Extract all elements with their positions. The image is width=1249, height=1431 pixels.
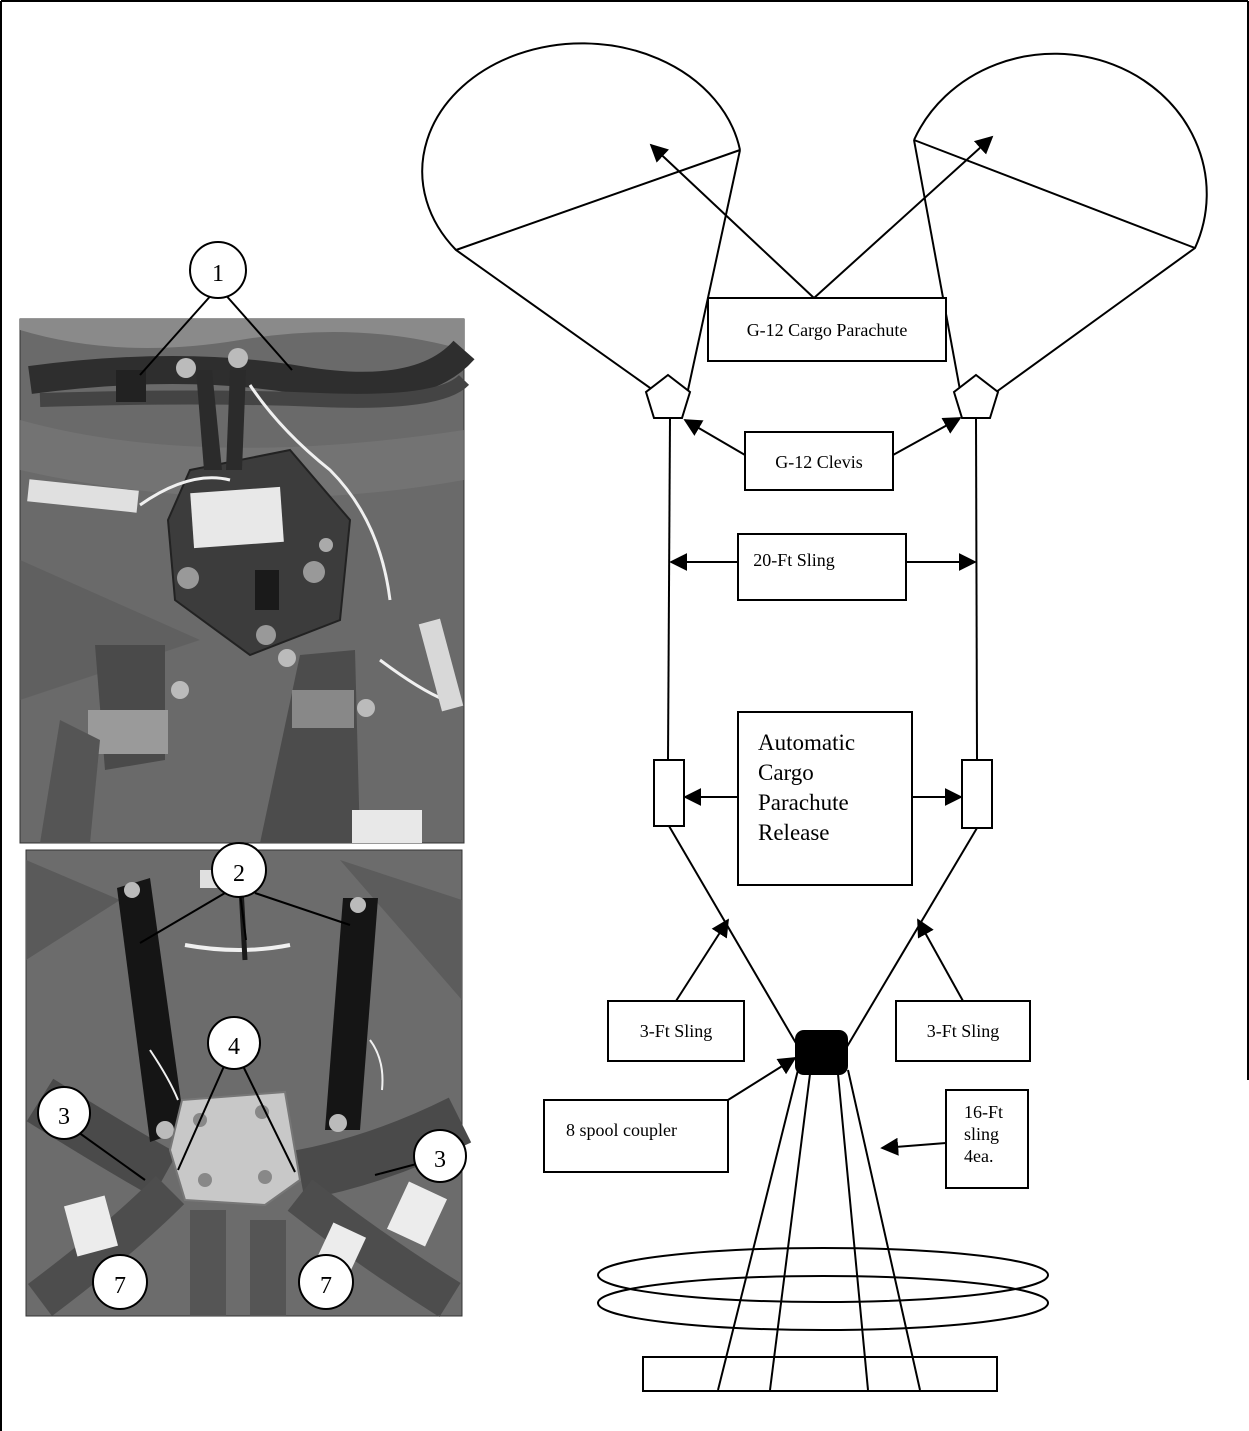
svg-text:sling: sling	[964, 1124, 999, 1144]
label-g12-cargo-parachute: G-12 Cargo Parachute	[707, 297, 947, 362]
svg-text:G-12 Cargo Parachute: G-12 Cargo Parachute	[747, 320, 908, 340]
callout-7-left: 7	[92, 1254, 148, 1310]
label-g12-clevis: G-12 Clevis	[744, 431, 894, 491]
right-canopy	[913, 52, 1208, 396]
svg-text:Release: Release	[758, 820, 830, 845]
svg-text:2: 2	[233, 861, 245, 887]
svg-text:G-12 Clevis: G-12 Clevis	[775, 452, 863, 472]
svg-text:3: 3	[58, 1104, 70, 1130]
svg-text:Automatic: Automatic	[758, 730, 855, 755]
svg-text:8 spool coupler: 8 spool coupler	[566, 1120, 677, 1140]
svg-text:7: 7	[114, 1273, 126, 1299]
svg-text:16-Ft: 16-Ft	[964, 1102, 1003, 1122]
svg-text:4: 4	[228, 1034, 240, 1060]
svg-text:3-Ft Sling: 3-Ft Sling	[927, 1021, 1000, 1041]
callout-4: 4	[207, 1016, 261, 1070]
right-clevis	[952, 373, 1000, 419]
label-16ft-sling: 16-Ft sling 4ea.	[945, 1089, 1029, 1189]
left-release	[653, 759, 685, 827]
svg-text:3-Ft Sling: 3-Ft Sling	[640, 1021, 713, 1041]
callout-7-right: 7	[298, 1254, 354, 1310]
callout-1: 1	[189, 241, 247, 299]
svg-text:4ea.: 4ea.	[964, 1146, 993, 1166]
svg-text:Parachute: Parachute	[758, 790, 849, 815]
photo-clevis-assembly	[19, 318, 475, 844]
right-release	[961, 759, 993, 829]
label-8-spool-coupler: 8 spool coupler	[543, 1099, 729, 1173]
svg-text:7: 7	[320, 1273, 332, 1299]
callout-3-left: 3	[37, 1086, 91, 1140]
parachute-schematic	[421, 42, 1208, 1392]
label-automatic-cargo-parachute-release: Automatic Cargo Parachute Release	[737, 711, 913, 886]
callout-2: 2	[211, 842, 267, 898]
svg-text:20-Ft Sling: 20-Ft Sling	[753, 550, 835, 570]
label-3ft-sling-right: 3-Ft Sling	[895, 1000, 1031, 1062]
label-3ft-sling-left: 3-Ft Sling	[607, 1000, 745, 1062]
photo-coupler-assembly	[25, 849, 472, 1317]
svg-text:Cargo: Cargo	[758, 760, 814, 785]
diagram-arrows	[649, 135, 994, 1156]
left-clevis	[644, 373, 692, 419]
callout-3-right: 3	[413, 1129, 467, 1183]
svg-text:1: 1	[212, 261, 224, 287]
spool-coupler-block	[795, 1030, 848, 1075]
label-20ft-sling: 20-Ft Sling	[737, 533, 907, 601]
svg-text:3: 3	[434, 1147, 446, 1173]
left-canopy	[421, 42, 741, 396]
